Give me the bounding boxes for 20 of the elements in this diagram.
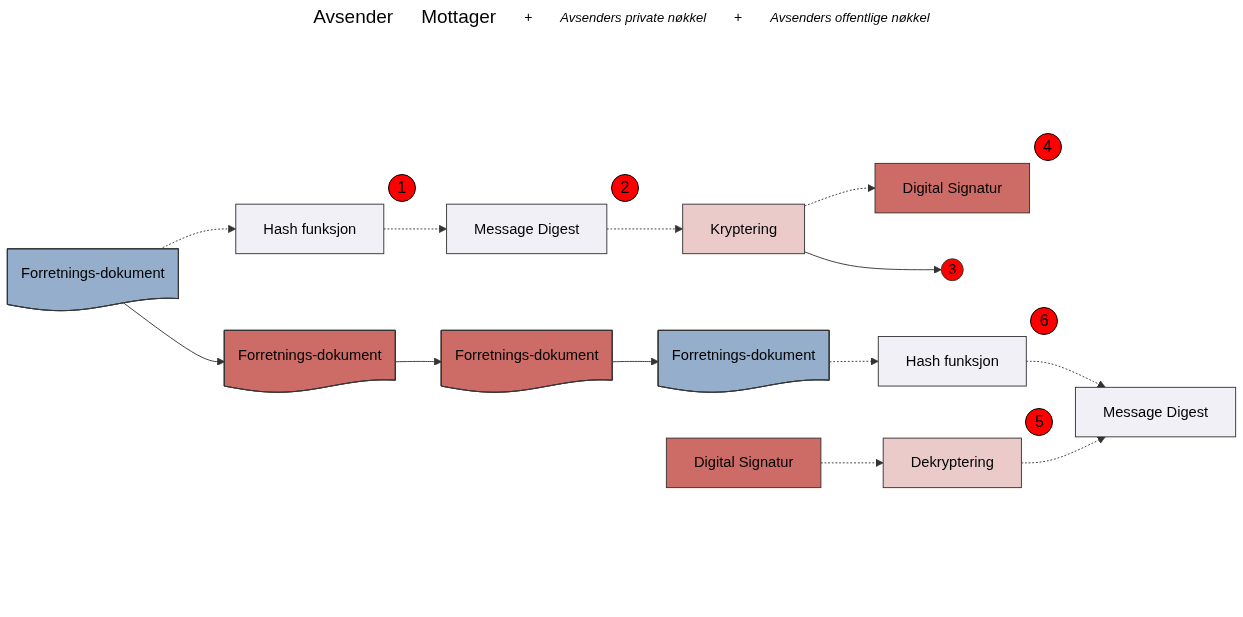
callout-number: 2 [610,174,639,203]
note-text: Avsenders private nøkkel [560,9,707,25]
column-heading: Avsender [313,6,394,28]
node-box: Hash funksjon [235,203,385,255]
plus-sign: + [524,9,533,25]
plus-sign: + [734,9,743,25]
column-heading: Mottager [421,6,497,28]
callout-number: 6 [1030,306,1059,335]
node-box: Digital Signatur [665,437,822,489]
callout-number: 4 [1033,133,1062,162]
node-box: Message Digest [446,203,608,255]
node-box: Message Digest [1074,386,1237,438]
callout-number: 1 [387,174,416,203]
node-box: Digital Signatur [874,162,1030,214]
callout-number: 5 [1025,408,1054,437]
node-box: Dekryptering [882,437,1022,489]
node-box: Kryptering [682,203,806,255]
node-box: Hash funksjon [877,336,1027,387]
note-text: Avsenders offentlige nøkkel [770,9,930,25]
node-circle: 3 [940,258,964,282]
